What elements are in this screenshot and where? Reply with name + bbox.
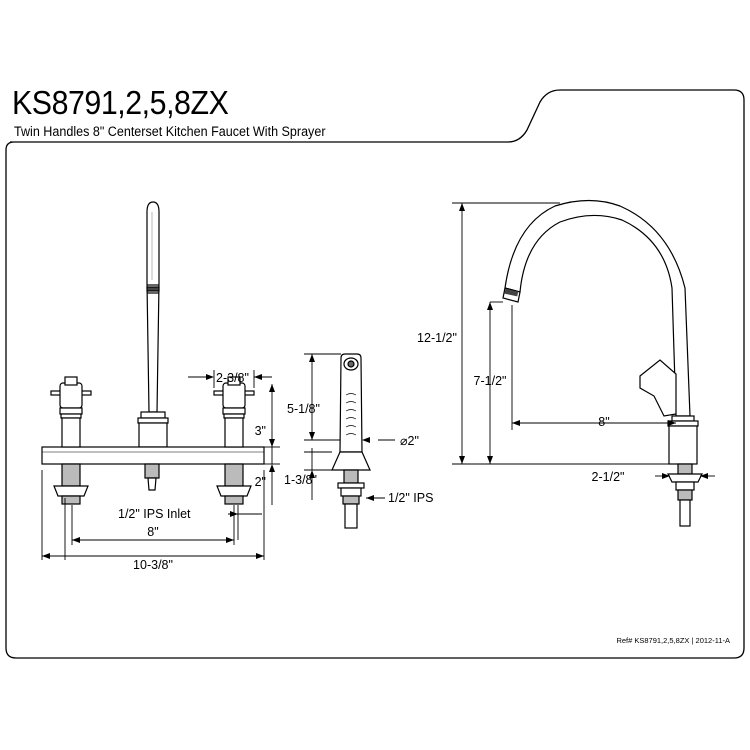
- model-title: KS8791,2,5,8ZX: [12, 84, 229, 121]
- front-dimension-arrows: [42, 374, 275, 559]
- dim-handle-height: 3": [255, 424, 266, 438]
- dim-side-base: 2-1/2": [592, 470, 625, 484]
- drawing-frame: [5, 89, 745, 659]
- reference-number: Ref# KS8791,2,5,8ZX | 2012-11-A: [616, 636, 730, 645]
- sprayer-dimension-lines: [304, 353, 395, 500]
- dim-deck-height: 2": [255, 475, 266, 489]
- product-description: Twin Handles 8" Centerset Kitchen Faucet…: [14, 124, 326, 139]
- dim-sprayer-connection: 1/2" IPS: [388, 491, 433, 505]
- dim-overall-width: 10-3/8": [133, 558, 173, 572]
- side-view-faucet: [502, 199, 703, 527]
- dim-inlet: 1/2" IPS Inlet: [118, 507, 191, 521]
- sprayer-dimension-arrows: [309, 354, 374, 501]
- dim-clearance: 7-1/2": [474, 374, 507, 388]
- side-dimension-arrows: [459, 203, 708, 479]
- dim-reach: 8": [598, 415, 609, 429]
- dim-total-height: 12-1/2": [417, 331, 457, 345]
- dim-sprayer-diameter: ⌀2": [400, 434, 419, 448]
- front-view-faucet: [41, 201, 265, 505]
- dim-sprayer-length: 5-1/8": [287, 402, 320, 416]
- dim-centers: 8": [147, 525, 158, 539]
- sprayer: [331, 353, 371, 529]
- dim-handle-spread: 2-3/8": [216, 371, 249, 385]
- side-dimension-lines: [452, 202, 715, 477]
- dim-sprayer-base: 1-3/8": [284, 473, 317, 487]
